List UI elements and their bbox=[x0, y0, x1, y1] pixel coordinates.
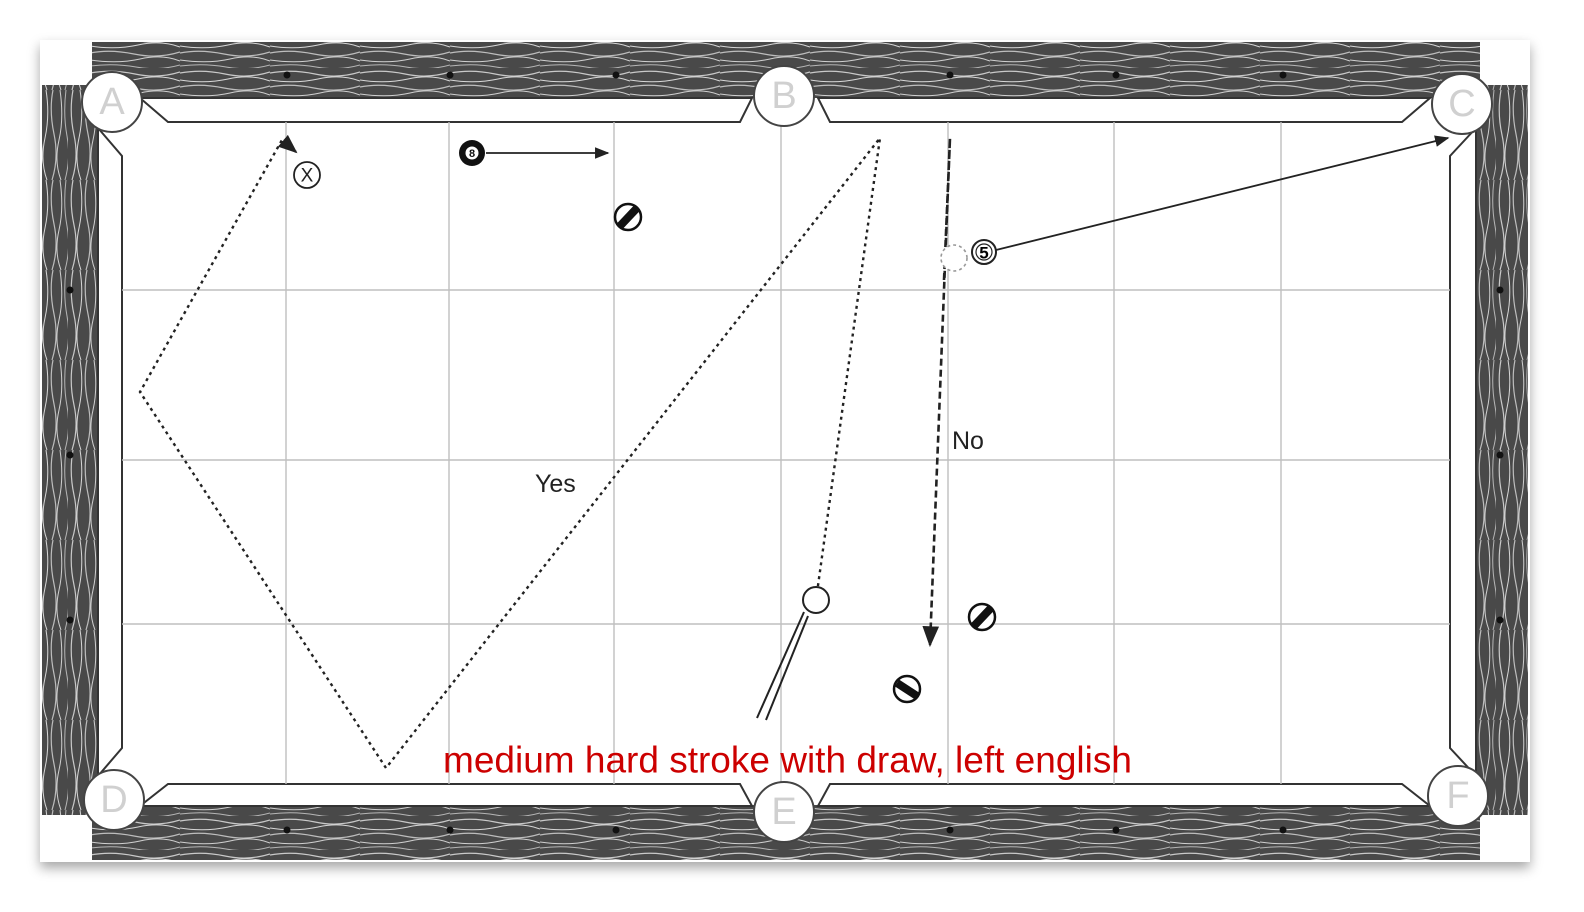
pocket-label-e: E bbox=[771, 791, 796, 833]
cushions bbox=[97, 97, 1477, 807]
cue-stick bbox=[756, 611, 809, 721]
pocket-label-f: F bbox=[1446, 775, 1469, 817]
obstacle-ball bbox=[967, 602, 997, 632]
pocket-a: A bbox=[81, 71, 143, 133]
pockets: A B C D E F bbox=[81, 65, 1493, 843]
ghost-ball bbox=[940, 244, 968, 272]
pocket-label-a: A bbox=[99, 81, 125, 123]
yes-path-label: Yes bbox=[535, 470, 576, 498]
pocket-c: C bbox=[1431, 73, 1493, 135]
shot-instruction-caption: medium hard stroke with draw, left engli… bbox=[443, 740, 1132, 781]
pocket-label-d: D bbox=[100, 779, 127, 821]
obstacle-ball bbox=[892, 674, 922, 704]
five-ball-path-line bbox=[995, 135, 1450, 251]
five-ball-number: 5 bbox=[979, 244, 988, 263]
eight-ball: 8 bbox=[459, 140, 485, 166]
pocket-label-b: B bbox=[771, 75, 796, 117]
yes-path-line bbox=[138, 133, 882, 771]
pocket-b: B bbox=[753, 65, 815, 127]
no-path-line bbox=[922, 137, 952, 648]
pocket-f: F bbox=[1427, 765, 1489, 827]
five-ball: 5 bbox=[971, 239, 997, 265]
no-path-label: No bbox=[952, 427, 984, 455]
obstacle-ball bbox=[613, 202, 643, 232]
pocket-e: E bbox=[753, 781, 815, 843]
right-rail bbox=[1472, 85, 1528, 815]
pocket-label-c: C bbox=[1448, 83, 1475, 125]
table-grid bbox=[122, 122, 1450, 784]
target-mark: X bbox=[293, 161, 321, 189]
target-mark-label: X bbox=[301, 166, 314, 187]
diamonds bbox=[66, 71, 1504, 834]
cue-ball bbox=[802, 586, 830, 614]
left-rail bbox=[42, 85, 98, 815]
eight-ball-number: 8 bbox=[469, 148, 475, 160]
pocket-d: D bbox=[83, 769, 145, 831]
